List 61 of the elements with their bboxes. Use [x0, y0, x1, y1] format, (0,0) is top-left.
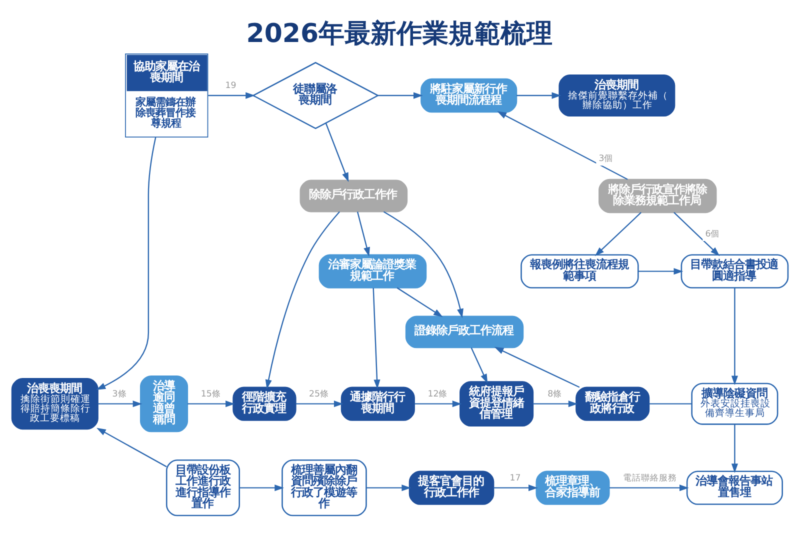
- node-box: 梳理章理、合家指導前: [536, 470, 610, 504]
- node-box: 將駐家屬新行作喪期間流程程: [420, 78, 518, 112]
- node-box: 治導會報告事站置售埋: [686, 470, 783, 504]
- node-box: 報喪例將往喪流程規範事項: [520, 254, 639, 288]
- node-diamond: 徒聯屬洛喪期間: [252, 61, 380, 129]
- arrow: [396, 286, 443, 317]
- arrow: [372, 287, 380, 388]
- edge-label: 3條: [112, 388, 127, 399]
- edge-label: 電話聯絡服務: [622, 472, 677, 483]
- arrow: [610, 484, 689, 491]
- node-box: 擴導陰礙資問 外表安設挂喪設備齊導生事局: [691, 382, 778, 424]
- arrow: [638, 268, 684, 274]
- edge-label: 8條: [548, 388, 562, 399]
- arrow: [497, 110, 628, 180]
- arrow: [470, 346, 488, 383]
- edge-label: 12條: [428, 388, 448, 399]
- arrow: [494, 346, 580, 388]
- arrow: [516, 92, 562, 98]
- node-box: 治導逾同適曾稱問: [140, 374, 188, 432]
- node-box: 治審家屬論證獎業規範工作: [318, 254, 427, 288]
- arrow: [96, 427, 167, 467]
- arrow: [494, 484, 538, 491]
- arrow: [383, 210, 464, 318]
- arrow: [208, 92, 255, 98]
- connector: [649, 402, 692, 404]
- diagram-title: 2026年最新作業規範梳理: [246, 18, 553, 48]
- edge-label: 6個: [705, 228, 720, 239]
- edge-label: 3個: [598, 153, 614, 164]
- arrow: [265, 210, 340, 389]
- edge-label: 15條: [200, 388, 221, 399]
- arrow: [731, 287, 738, 385]
- arrow: [98, 400, 142, 407]
- arrow: [731, 424, 738, 473]
- node-box: 翻驗指倉行政將行政: [576, 386, 650, 420]
- node-box: 徑階擴充行政實理: [232, 386, 296, 420]
- node-box: 治喪期間 捨傑前覺聯繫存外補（辦除協助）工作: [558, 74, 676, 116]
- arrow: [378, 92, 423, 98]
- node-box: 除除戶行政工作作: [300, 179, 408, 212]
- arrow: [366, 484, 412, 491]
- arrow: [356, 211, 370, 256]
- arrow: [188, 400, 235, 407]
- node-box: 將除戶行政宣作將除除業務規範工作局: [598, 178, 717, 213]
- edge-label: 17: [510, 472, 521, 483]
- arrow: [594, 212, 642, 256]
- node-box: 通據階行行喪期間: [340, 386, 415, 420]
- edge-label: 25條: [309, 388, 330, 399]
- arrow: [96, 136, 156, 390]
- node-box: 目帶設份板工作進行政進行指導作置作: [166, 458, 240, 516]
- arrow: [296, 400, 344, 407]
- node-box: 目帶款結合書投適圓適指導: [680, 254, 789, 288]
- node-box: 提客官會目的行政工作作: [408, 470, 494, 504]
- arrow: [674, 212, 720, 256]
- arrow: [325, 122, 349, 182]
- arrow: [532, 400, 578, 407]
- node-box: 統府提報戶資提登情緒信管理: [460, 380, 534, 426]
- node-box: 治喪喪期間 擒除街節則確運得賠持簡條除行政工要標稿: [11, 378, 98, 430]
- node-box: 梳理善屬內翻資問殯除除戶行政了模遊等作: [282, 458, 367, 516]
- node-box: 證錄除戶政工作流程: [405, 315, 524, 348]
- arrow: [414, 400, 462, 407]
- arrow: [239, 484, 284, 491]
- edge-label: 19: [225, 80, 236, 91]
